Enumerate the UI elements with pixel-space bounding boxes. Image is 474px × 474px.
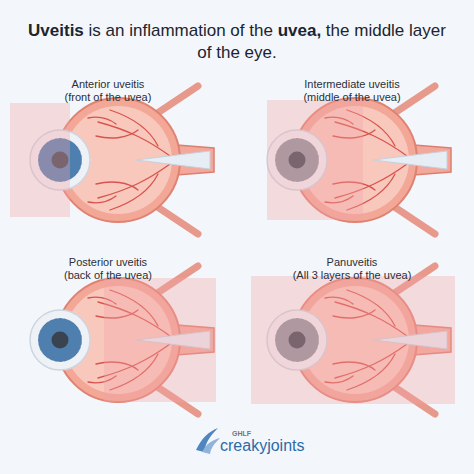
region-name: Intermediate uveitis	[304, 78, 399, 91]
region-note: (middle of the uvea)	[303, 91, 400, 104]
title: Uveitis is an inflammation of the uvea, …	[20, 20, 454, 64]
region-name: Anterior uveitis	[72, 78, 145, 91]
region-note: (front of the uvea)	[65, 91, 152, 104]
logo-text: creakyjoints	[220, 436, 304, 455]
region-name: Posterior uveitis	[69, 256, 147, 269]
region-name: Panuveitis	[327, 256, 378, 269]
region-note: (back of the uvea)	[64, 269, 152, 282]
region-note: (All 3 layers of the uvea)	[293, 269, 412, 282]
logo-text: GHLF	[232, 430, 251, 438]
